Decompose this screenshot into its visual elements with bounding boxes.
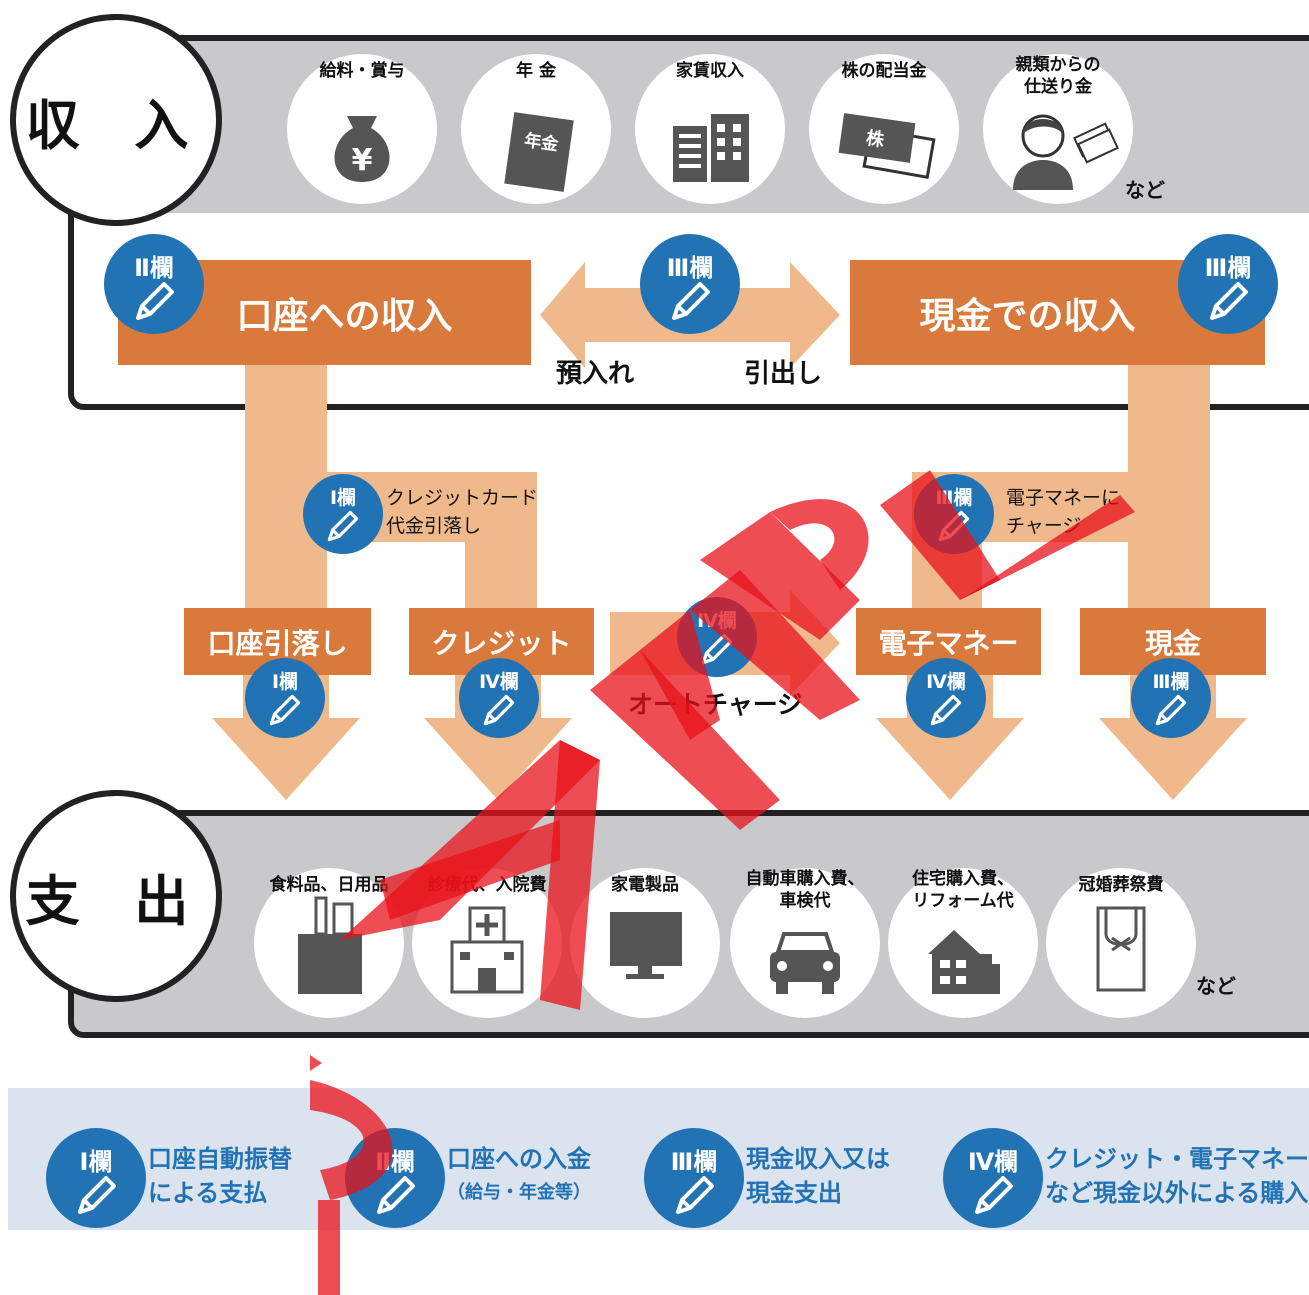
income-item-label: 親類からの仕送り金	[1015, 55, 1101, 97]
income-title: 収 入	[10, 14, 222, 226]
legend-badge-col1: Ⅰ欄	[46, 1128, 146, 1228]
pencil-icon	[938, 510, 970, 542]
expense-item-label: 住宅購入費、リフォーム代	[912, 869, 1014, 911]
expense-item-grocery: 食料品、日用品	[254, 868, 404, 1018]
income-item-rent: 家賃収入	[635, 54, 785, 204]
badge-col1-account-debit: Ⅰ欄	[245, 658, 325, 738]
stock-certificate-icon: 株	[838, 113, 936, 180]
expense-title: 支 出	[10, 790, 222, 1002]
income-item-pension: 年 金 年金	[461, 54, 611, 204]
badge-col3-cash: Ⅲ欄	[1131, 658, 1211, 738]
legend-text-col2: 口座への入金（給与・年金等）	[447, 1145, 591, 1203]
badge-col4-auto-charge: Ⅳ欄	[677, 597, 757, 677]
yen-mark: ¥	[352, 143, 373, 178]
income-panel	[68, 35, 1309, 410]
pencil-icon	[930, 694, 962, 726]
badge-col3-deposit: Ⅲ欄	[640, 234, 740, 334]
pencil-icon	[676, 1176, 714, 1214]
expense-item-appliance: 家電製品	[570, 868, 720, 1018]
badge-col4-credit: Ⅳ欄	[459, 658, 539, 738]
pencil-icon	[327, 510, 359, 542]
badge-col3-emoney-note: Ⅲ欄	[914, 474, 994, 554]
withdraw-label: 引出し	[744, 359, 823, 389]
pencil-icon	[701, 633, 733, 665]
pencil-icon	[672, 282, 710, 320]
pencil-icon	[269, 694, 301, 726]
pension-book-icon: 年金	[504, 112, 574, 192]
pencil-icon	[483, 694, 515, 726]
expense-item-label: 自動車購入費、車検代	[745, 869, 865, 911]
person-with-money-icon	[1013, 114, 1119, 190]
expense-item-label: 家電製品	[611, 875, 679, 895]
legend-badge-col4: Ⅳ欄	[943, 1128, 1043, 1228]
pension-icon-text: 年金	[523, 130, 561, 156]
car-icon	[770, 932, 840, 994]
legend-badge-col2: Ⅱ欄	[345, 1128, 445, 1228]
badge-col2-account-income: Ⅱ欄	[104, 234, 204, 334]
income-item-dividend: 株の配当金 株	[809, 54, 959, 204]
income-item-allowance: 親類からの仕送り金	[983, 54, 1133, 204]
income-item-salary: 給料・賞与 ¥	[287, 54, 437, 204]
envelope-icon	[1096, 906, 1146, 992]
income-etc: など	[1125, 178, 1165, 202]
pencil-icon	[1155, 694, 1187, 726]
legend-text-col4: クレジット・電子マネーなど現金以外による購入	[1045, 1145, 1309, 1207]
auto-charge-label: オートチャージ	[628, 690, 803, 719]
pencil-icon	[136, 282, 174, 320]
badge-col1-credit-note: Ⅰ欄	[303, 474, 383, 554]
deposit-label: 預入れ	[556, 359, 635, 389]
pencil-icon	[78, 1176, 116, 1214]
grocery-bag-icon	[298, 896, 362, 994]
method-account-debit: 口座引落し	[184, 608, 371, 675]
expense-item-car: 自動車購入費、車検代	[730, 868, 880, 1018]
expense-item-label: 冠婚葬祭費	[1078, 875, 1164, 895]
income-item-label: 株の配当金	[841, 61, 927, 81]
expense-item-ceremony: 冠婚葬祭費	[1046, 868, 1196, 1018]
house-icon	[928, 930, 1000, 994]
legend-badge-col3: Ⅲ欄	[644, 1128, 744, 1228]
tv-icon	[610, 912, 682, 979]
pencil-icon	[377, 1176, 415, 1214]
credit-note: クレジットカード代金引落し	[386, 487, 539, 537]
pencil-icon	[975, 1176, 1013, 1214]
method-credit: クレジット	[409, 608, 594, 675]
expense-item-medical: 診療代、入院費	[412, 868, 562, 1018]
credit-branch-v	[465, 472, 537, 613]
cash-down-shaft	[1128, 365, 1210, 613]
badge-col3-cash-income: Ⅲ欄	[1178, 234, 1278, 334]
badge-col4-emoney: Ⅳ欄	[906, 658, 986, 738]
money-bag-icon: ¥	[334, 116, 390, 182]
stock-icon-text: 株	[865, 127, 887, 151]
legend-text-col3: 現金収入又は現金支出	[746, 1145, 890, 1207]
income-item-label: 給料・賞与	[319, 61, 405, 81]
hospital-icon	[450, 906, 524, 994]
income-item-label: 年 金	[516, 61, 556, 81]
expense-etc: など	[1196, 974, 1236, 998]
building-icon	[673, 114, 749, 182]
emoney-note: 電子マネーにチャージ	[1006, 487, 1121, 537]
income-item-label: 家賃収入	[676, 61, 744, 81]
legend-text-col1: 口座自動振替による支払	[148, 1145, 292, 1207]
expense-item-house: 住宅購入費、リフォーム代	[888, 868, 1038, 1018]
method-emoney: 電子マネー	[856, 608, 1041, 675]
pencil-icon	[1210, 282, 1248, 320]
